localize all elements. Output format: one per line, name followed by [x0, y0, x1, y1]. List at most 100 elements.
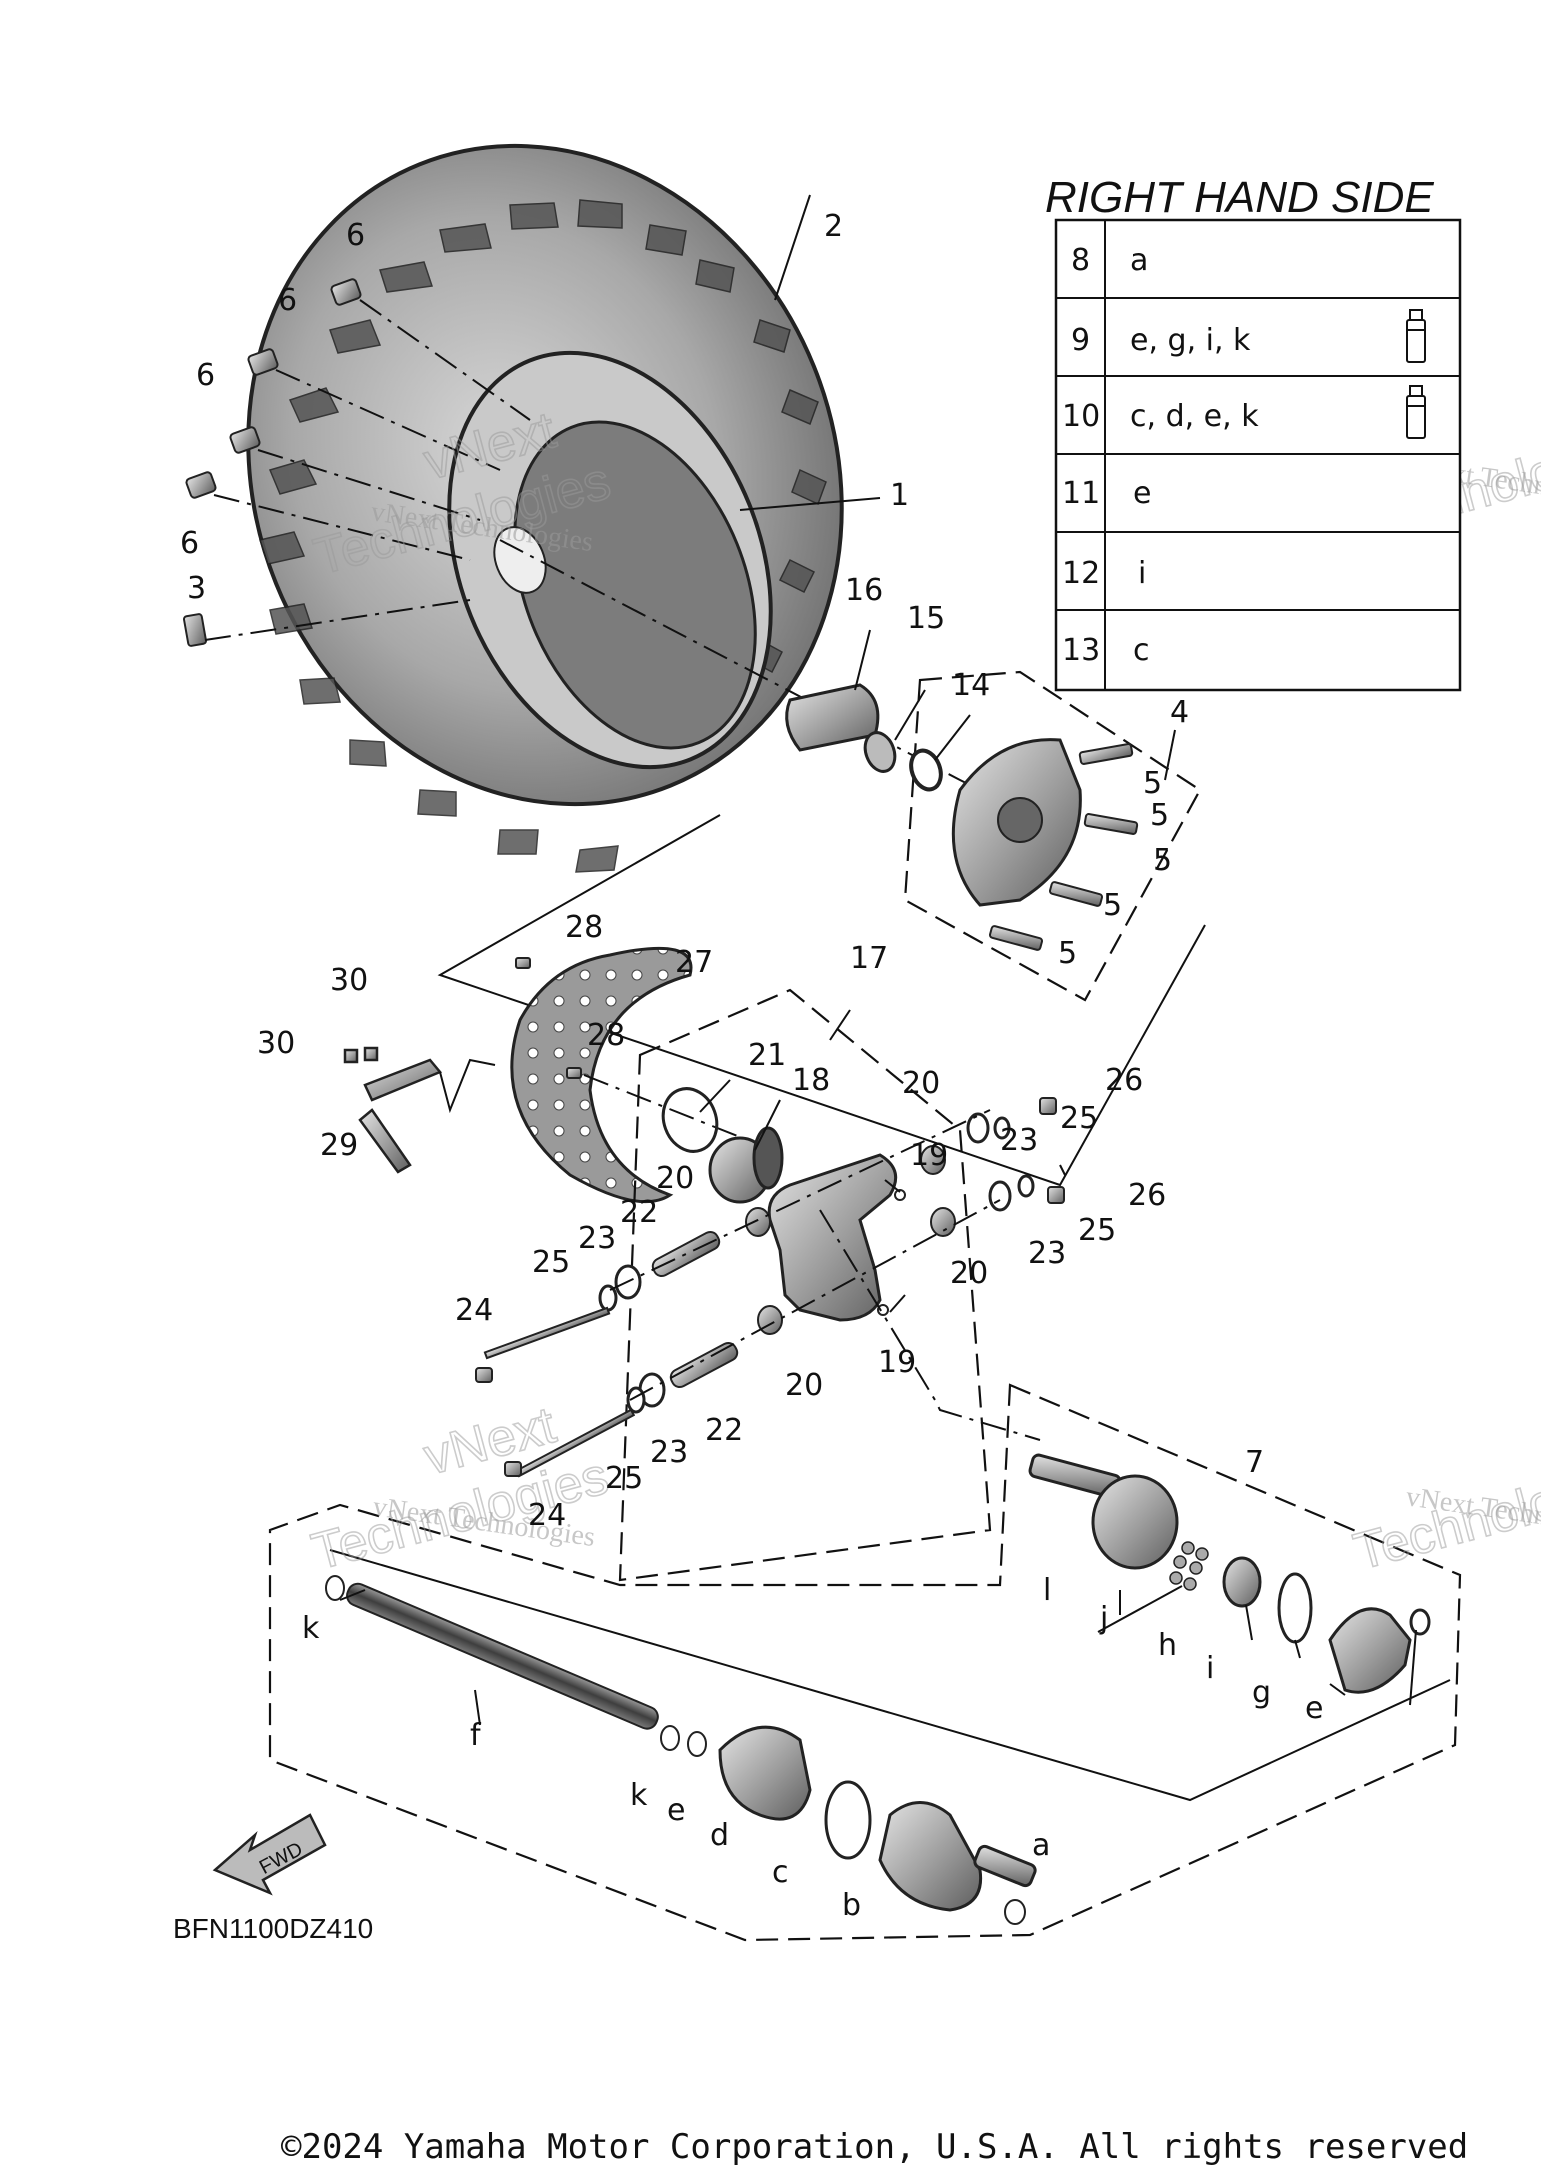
- grease-nipples: [877, 1189, 906, 1316]
- cv-joint-outer: [1028, 1453, 1179, 1570]
- hub-to-knuckle-frame: [437, 814, 1206, 1187]
- letter-l: l: [1043, 1573, 1051, 1608]
- driveshaft-frame: [329, 1549, 1451, 1802]
- grease-tube-icon: [1406, 309, 1426, 363]
- svg-text:i: i: [1138, 556, 1146, 591]
- callout-3: 3: [187, 571, 206, 606]
- table-row: 8 a: [1071, 243, 1148, 278]
- callout-22: 22: [705, 1413, 743, 1448]
- letter-i: i: [1206, 1651, 1214, 1686]
- letter-a: a: [1032, 1828, 1050, 1863]
- boot-band-inner: [824, 1780, 872, 1860]
- callout-6: 6: [278, 283, 297, 318]
- svg-text:10: 10: [1062, 399, 1100, 434]
- knuckle: [767, 1153, 898, 1322]
- grease-tube-icon: [1406, 385, 1426, 439]
- callout-26: 26: [1105, 1063, 1143, 1098]
- callout-5: 5: [1150, 798, 1169, 833]
- table-row: 12 i: [1062, 556, 1146, 591]
- nuts: [1039, 1097, 1065, 1204]
- callout-29: 29: [320, 1128, 358, 1163]
- svg-text:12: 12: [1062, 556, 1100, 591]
- callout-18: 18: [792, 1063, 830, 1098]
- callout-21: 21: [748, 1038, 786, 1073]
- knuckle-axis-lines: [609, 1109, 1041, 1441]
- callout-6: 6: [346, 218, 365, 253]
- disc-bolts: [515, 957, 582, 1079]
- callout-24: 24: [455, 1293, 493, 1328]
- boot-inner: [718, 1725, 812, 1821]
- table-row: 10 c, d, e, k: [1062, 385, 1426, 439]
- right-hand-side-table: RIGHT HAND SIDE 8 a 9 e, g, i, k 10 c, d…: [1045, 173, 1462, 692]
- table-row: 9 e, g, i, k: [1071, 309, 1426, 363]
- brake-disc: [510, 946, 693, 1204]
- callout-23: 23: [1028, 1236, 1066, 1271]
- callout-2: 2: [824, 209, 843, 244]
- wheel-bearing: [708, 1126, 784, 1204]
- callout-numbers: 1 2 3 4 5 5 5 5 5 6 6 6 6 6 7 14 15 16 1…: [180, 209, 1264, 1533]
- svg-text:c, d, e, k: c, d, e, k: [1130, 399, 1259, 434]
- tire-tread: [259, 199, 827, 873]
- hub-group-box: [903, 670, 1202, 1002]
- callout-16: 16: [845, 573, 883, 608]
- svg-text:e: e: [1133, 476, 1151, 511]
- table-title: RIGHT HAND SIDE: [1045, 173, 1434, 222]
- letter-f: f: [470, 1718, 482, 1753]
- svg-text:9: 9: [1071, 323, 1090, 358]
- svg-text:13: 13: [1062, 633, 1100, 668]
- callout-25: 25: [532, 1245, 570, 1280]
- lug-nuts: [183, 278, 362, 647]
- disc-leader: [583, 1074, 761, 1146]
- letter-k: k: [630, 1778, 648, 1813]
- callout-25: 25: [1060, 1101, 1098, 1136]
- callout-leaders: [339, 194, 1417, 1726]
- callout-24: 24: [528, 1498, 566, 1533]
- hub-spacers: [785, 683, 943, 792]
- tire-assembly: [246, 143, 844, 873]
- table-row: 13 c: [1062, 633, 1150, 668]
- callout-5: 5: [1153, 843, 1172, 878]
- letter-h: h: [1158, 1628, 1177, 1663]
- bracket-leader: [439, 1058, 496, 1114]
- callout-20: 20: [950, 1256, 988, 1291]
- bolts: [475, 1306, 636, 1478]
- circlip: [661, 1087, 719, 1153]
- callout-14: 14: [952, 668, 990, 703]
- callout-7: 7: [1245, 1445, 1264, 1480]
- letter-e: e: [667, 1793, 685, 1828]
- collars: [651, 1230, 739, 1389]
- caliper-bracket: [343, 1046, 443, 1174]
- valve-stem: [183, 613, 207, 647]
- svg-text:Technologies: Technologies: [1348, 1447, 1541, 1582]
- letter-labels: a b c d e e f g h i j k k l: [302, 1573, 1323, 1923]
- callout-30: 30: [257, 1026, 295, 1061]
- callout-28: 28: [587, 1018, 625, 1053]
- letter-d: d: [710, 1818, 729, 1853]
- callout-6: 6: [180, 526, 199, 561]
- cv-joint-inner: [878, 1801, 1037, 1912]
- callout-20: 20: [785, 1368, 823, 1403]
- callout-30: 30: [330, 963, 368, 998]
- callout-25: 25: [1078, 1213, 1116, 1248]
- callout-23: 23: [578, 1221, 616, 1256]
- callout-1: 1: [890, 478, 909, 513]
- callout-26: 26: [1128, 1178, 1166, 1213]
- svg-text:a: a: [1130, 243, 1148, 278]
- callout-23: 23: [650, 1435, 688, 1470]
- diagram-code: BFN1100DZ410: [173, 1913, 373, 1944]
- wheel-hub: [951, 738, 1082, 907]
- letter-k: k: [302, 1611, 320, 1646]
- copyright: ©2024 Yamaha Motor Corporation, U.S.A. A…: [281, 2127, 1468, 2167]
- callout-20: 20: [656, 1161, 694, 1196]
- svg-text:e, g, i, k: e, g, i, k: [1130, 323, 1251, 358]
- callout-5: 5: [1103, 888, 1122, 923]
- callout-19: 19: [878, 1345, 916, 1380]
- callout-17: 17: [850, 941, 888, 976]
- callout-23: 23: [1000, 1123, 1038, 1158]
- callout-4: 4: [1170, 695, 1189, 730]
- callout-5: 5: [1143, 766, 1162, 801]
- callout-25: 25: [605, 1461, 643, 1496]
- cage-rings: [1222, 1556, 1313, 1644]
- callout-22: 22: [620, 1195, 658, 1230]
